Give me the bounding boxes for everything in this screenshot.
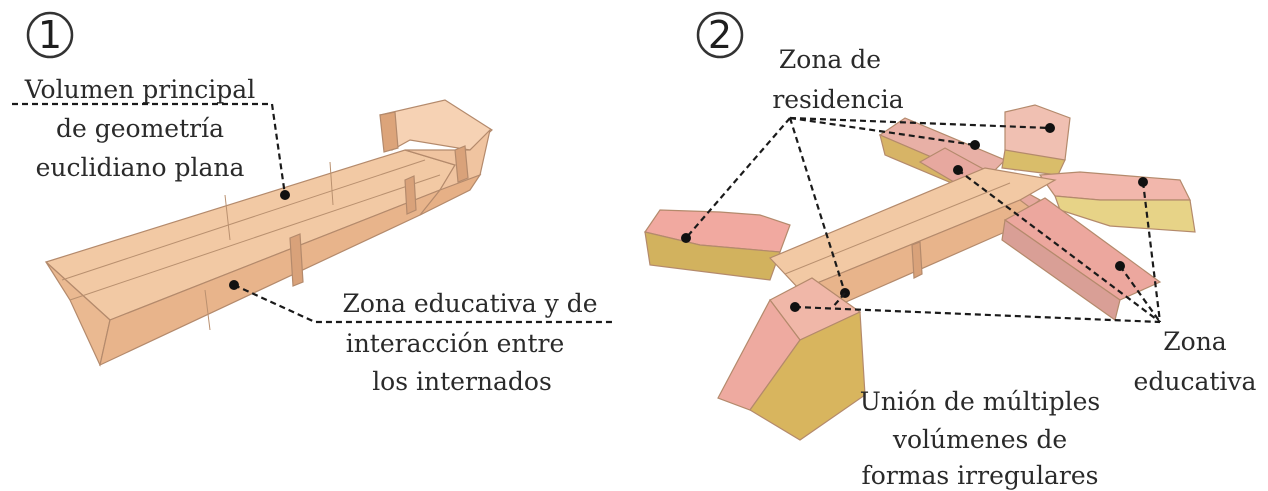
panel-2-number: 2 <box>708 13 732 57</box>
bottom-wing-olive <box>749 311 866 441</box>
label-union-line-3: formas irregulares <box>862 461 1099 490</box>
label-main-volume-line-3: euclidiano plana <box>36 153 245 182</box>
label-residence-zone: Zona de residencia <box>681 45 1055 298</box>
building-1-tower <box>379 111 399 153</box>
label-residence-zone-line-1: Zona de <box>779 45 881 74</box>
leader-education-lower-right <box>1119 265 1161 323</box>
leader-education-center <box>957 169 1161 323</box>
panel-2: 2 <box>644 11 1257 490</box>
building-1-ridge-line <box>69 174 441 301</box>
panel-1-number: 1 <box>38 13 62 57</box>
panel-2-building <box>644 104 1196 441</box>
point-education-lower-right <box>1115 261 1125 271</box>
point-residence-top-wing <box>970 140 980 150</box>
panel-1-building <box>44 99 493 367</box>
point-education-bottom-wing <box>790 302 800 312</box>
label-education-zone-2-line-2: educativa <box>1134 367 1257 396</box>
point-residence-left-wing <box>681 233 691 243</box>
central-spine-top <box>768 167 1057 291</box>
spine-connector <box>911 241 923 279</box>
label-education-zone-1-line-2: interacción entre <box>346 329 565 358</box>
panel-2-number-circle <box>696 11 744 59</box>
point-education-right-wing <box>1138 177 1148 187</box>
leader-residence-top-tower <box>789 116 1051 130</box>
point-main-volume <box>280 190 290 200</box>
label-main-volume-line-1: Volumen principal <box>24 75 255 104</box>
label-education-zone-1-line-1: Zona educativa y de <box>342 289 597 318</box>
building-1-ridge-line-2 <box>61 159 426 281</box>
building-1-connector-c <box>454 145 469 183</box>
label-residence-zone-line-2: residencia <box>772 85 903 114</box>
central-spine-line <box>784 182 1011 275</box>
building-1-module-line-3 <box>204 289 211 331</box>
label-education-zone-1-line-3: los internados <box>372 367 552 396</box>
leader-residence-top-wing <box>789 116 976 147</box>
label-union: Unión de múltiples volúmenes de formas i… <box>860 387 1100 490</box>
building-1-connector-b <box>404 175 417 215</box>
building-1-module-line-2 <box>329 161 334 206</box>
leader-main-volume <box>12 102 287 196</box>
label-education-zone-2: Zona educativa <box>790 165 1257 396</box>
point-residence-top-tower <box>1045 123 1055 133</box>
leader-residence-left-wing <box>685 117 791 239</box>
label-education-zone-2-line-1: Zona <box>1163 327 1227 356</box>
building-1-connector-a <box>289 233 304 287</box>
leader-residence-bottom <box>788 117 847 294</box>
panel-1: 1 Volumen principal de geometría euclidi… <box>12 11 612 396</box>
label-union-line-1: Unión de múltiples <box>860 387 1100 416</box>
leader-education-bottom-wing <box>794 305 1161 324</box>
label-main-volume-line-2: de geometría <box>56 114 224 143</box>
panel-1-number-circle <box>26 11 74 59</box>
left-wing-olive-side <box>644 231 781 281</box>
point-education-center <box>953 165 963 175</box>
leader-education-right-wing <box>1141 181 1162 323</box>
label-main-volume: Volumen principal de geometría euclidian… <box>12 75 290 200</box>
leader-education-bottom-join <box>831 292 846 309</box>
building-1-right-end-side <box>419 173 482 216</box>
right-wing-top <box>1038 171 1191 201</box>
label-education-zone-1: Zona educativa y de interacción entre lo… <box>229 280 612 396</box>
building-1-module-line <box>224 194 231 241</box>
label-union-line-2: volúmenes de <box>892 425 1067 454</box>
point-education-zone-1 <box>229 280 239 290</box>
